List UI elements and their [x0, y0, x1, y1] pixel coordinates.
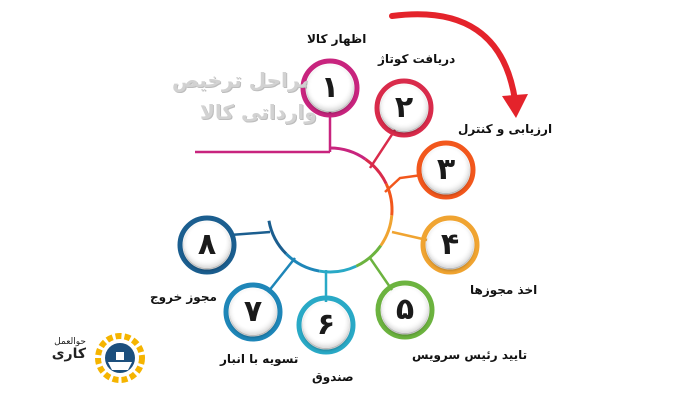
- step-ring-7: [223, 282, 283, 342]
- connector-3: [384, 173, 423, 193]
- step-label-6: صندوق: [312, 370, 354, 384]
- step-ring-2: [374, 78, 434, 138]
- logo-text: حوالعمل کاری: [51, 337, 86, 362]
- step-number: ۵: [395, 292, 415, 327]
- step-number: ۴: [440, 227, 460, 262]
- step-number: ۳: [436, 152, 456, 187]
- step-number: ۲: [394, 90, 414, 125]
- connector-7: [267, 257, 296, 293]
- step-circle-5: ۵: [382, 287, 428, 333]
- step-label-2: دریافت کوتاژ: [378, 52, 456, 66]
- central-arc: [267, 146, 394, 274]
- step-number: ۶: [316, 307, 336, 342]
- arc-segment-1: [329, 146, 367, 161]
- step-circle-7: ۷: [230, 289, 276, 335]
- step-circle-6: ۶: [303, 302, 349, 348]
- title-line-1: مراحل ترخیص: [172, 68, 313, 92]
- step-ring-5: [375, 280, 435, 340]
- step-ring-1: [300, 58, 360, 118]
- connectors: [229, 112, 428, 302]
- step-number: ۷: [243, 294, 263, 329]
- connector-4: [391, 230, 428, 242]
- step-circle-8: ۸: [184, 222, 230, 268]
- step-number: ۱: [320, 70, 340, 105]
- step-label-5: تایید رئیس سرویس: [412, 348, 528, 362]
- arc-segment-4: [379, 215, 394, 247]
- step-label-8: مجوز خروج: [150, 290, 217, 304]
- step-number: ۸: [197, 227, 217, 262]
- ship-icon: [108, 362, 132, 370]
- arc-segment-5: [355, 244, 383, 268]
- arc-segment-3: [384, 183, 394, 216]
- connector-2: [368, 129, 397, 169]
- step-ring-4: [420, 215, 480, 275]
- step-label-4: اخذ مجوزها: [470, 283, 538, 297]
- arc-segment-7: [285, 252, 320, 273]
- step-circle-2: ۲: [381, 85, 427, 131]
- step-label-1: اظهار کالا: [307, 32, 367, 46]
- arc-segment-2: [364, 157, 388, 185]
- step-ring-6: [296, 295, 356, 355]
- step-circle-1: ۱: [307, 65, 353, 111]
- step-label-3: ارزیابی و کنترل: [458, 122, 553, 136]
- step-ring-3: [416, 140, 476, 200]
- gear-icon: [95, 333, 145, 383]
- title-line-2: وارداتی کالا: [200, 100, 317, 124]
- connector-5: [368, 257, 394, 291]
- company-logo: [95, 333, 145, 383]
- arc-segment-6: [318, 264, 357, 274]
- step-label-7: تسویه با انبار: [220, 352, 299, 366]
- step-ring-8: [177, 215, 237, 275]
- step-circle-3: ۳: [423, 147, 469, 193]
- direction-arrow: [389, 11, 518, 103]
- arrow-head-icon: [502, 94, 528, 118]
- connector-8: [229, 230, 271, 237]
- arc-segment-8: [267, 220, 288, 255]
- step-circle-4: ۴: [427, 222, 473, 268]
